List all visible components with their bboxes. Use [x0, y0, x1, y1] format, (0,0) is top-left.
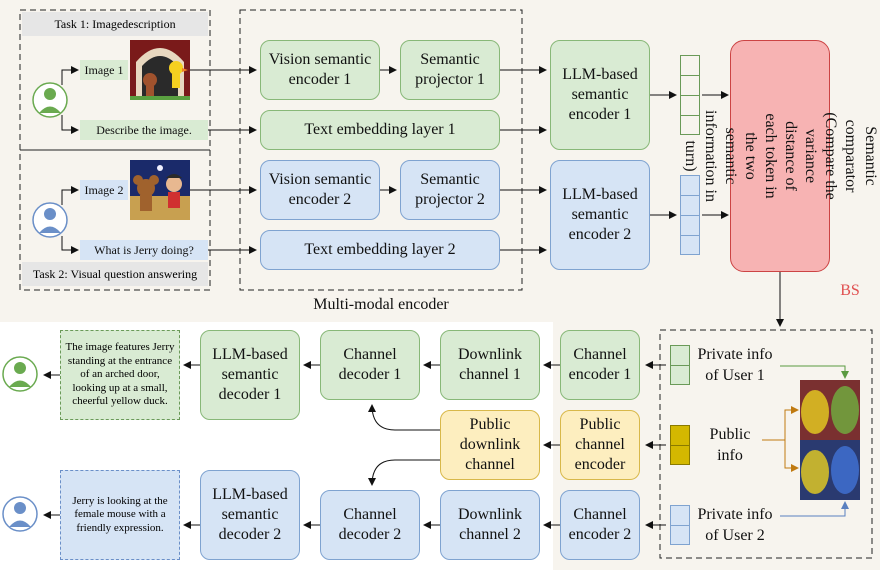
llm-decoder-1: LLM-based semantic decoder 1: [200, 330, 300, 420]
image1-label: Image 1: [80, 60, 128, 80]
channel-decoder-1: Channel decoder 1: [320, 330, 420, 400]
semantic-projector-1: Semantic projector 1: [400, 40, 500, 100]
task1-title: Task 1: Imagedescription: [22, 12, 208, 36]
text-embedding-1: Text embedding layer 1: [260, 110, 500, 150]
semantic-projector-2: Semantic projector 2: [400, 160, 500, 220]
channel-encoder-1: Channel encoder 1: [560, 330, 640, 400]
private-info-2-block: [670, 505, 690, 545]
token-stack-2: [680, 175, 700, 255]
downlink-channel-1: Downlink channel 1: [440, 330, 540, 400]
prompt2-label: What is Jerry doing?: [80, 240, 208, 260]
task2-title: Task 2: Visual question answering: [22, 262, 208, 286]
encoder-caption: Multi-modal encoder: [313, 296, 449, 313]
image-cartoon-2: [130, 160, 190, 220]
llm-decoder-2: LLM-based semantic decoder 2: [200, 470, 300, 560]
user-icon-green: [32, 82, 68, 118]
llm-encoder-2: LLM-based semantic encoder 2: [550, 160, 650, 270]
channel-encoder-2: Channel encoder 2: [560, 490, 640, 560]
private-info-1-label: Private info of User 1: [697, 346, 773, 384]
llm-encoder-1: LLM-based semantic encoder 1: [550, 40, 650, 150]
text-embedding-2: Text embedding layer 2: [260, 230, 500, 270]
user-icon-blue-output: [2, 496, 38, 532]
comparator-text: Semantic comparator (Compare the varianc…: [682, 110, 879, 202]
private-info-2-label: Private info of User 2: [697, 506, 773, 544]
vision-encoder-1: Vision semantic encoder 1: [260, 40, 380, 100]
semantic-comparator: Semantic comparator (Compare the varianc…: [682, 40, 879, 272]
image-cartoon-1: [130, 40, 190, 100]
vision-encoder-2: Vision semantic encoder 2: [260, 160, 380, 220]
channel-decoder-2: Channel decoder 2: [320, 490, 420, 560]
private-info-1-block: [670, 345, 690, 385]
output-user2: Jerry is looking at the female mouse wit…: [60, 470, 180, 560]
image-overlay-stack: [800, 380, 860, 500]
token-stack-1: [680, 55, 700, 135]
public-downlink-channel: Public downlink channel: [440, 410, 540, 480]
prompt1-label: Describe the image.: [80, 120, 208, 140]
public-channel-encoder: Public channel encoder: [560, 410, 640, 480]
image2-label: Image 2: [80, 180, 128, 200]
user-icon-green-output: [2, 356, 38, 392]
bs-label: BS: [840, 282, 860, 299]
public-info-label: Public info: [709, 426, 751, 464]
user-icon-blue: [32, 202, 68, 238]
public-info-block: [670, 425, 690, 465]
downlink-channel-2: Downlink channel 2: [440, 490, 540, 560]
output-user1: The image features Jerry standing at the…: [60, 330, 180, 420]
